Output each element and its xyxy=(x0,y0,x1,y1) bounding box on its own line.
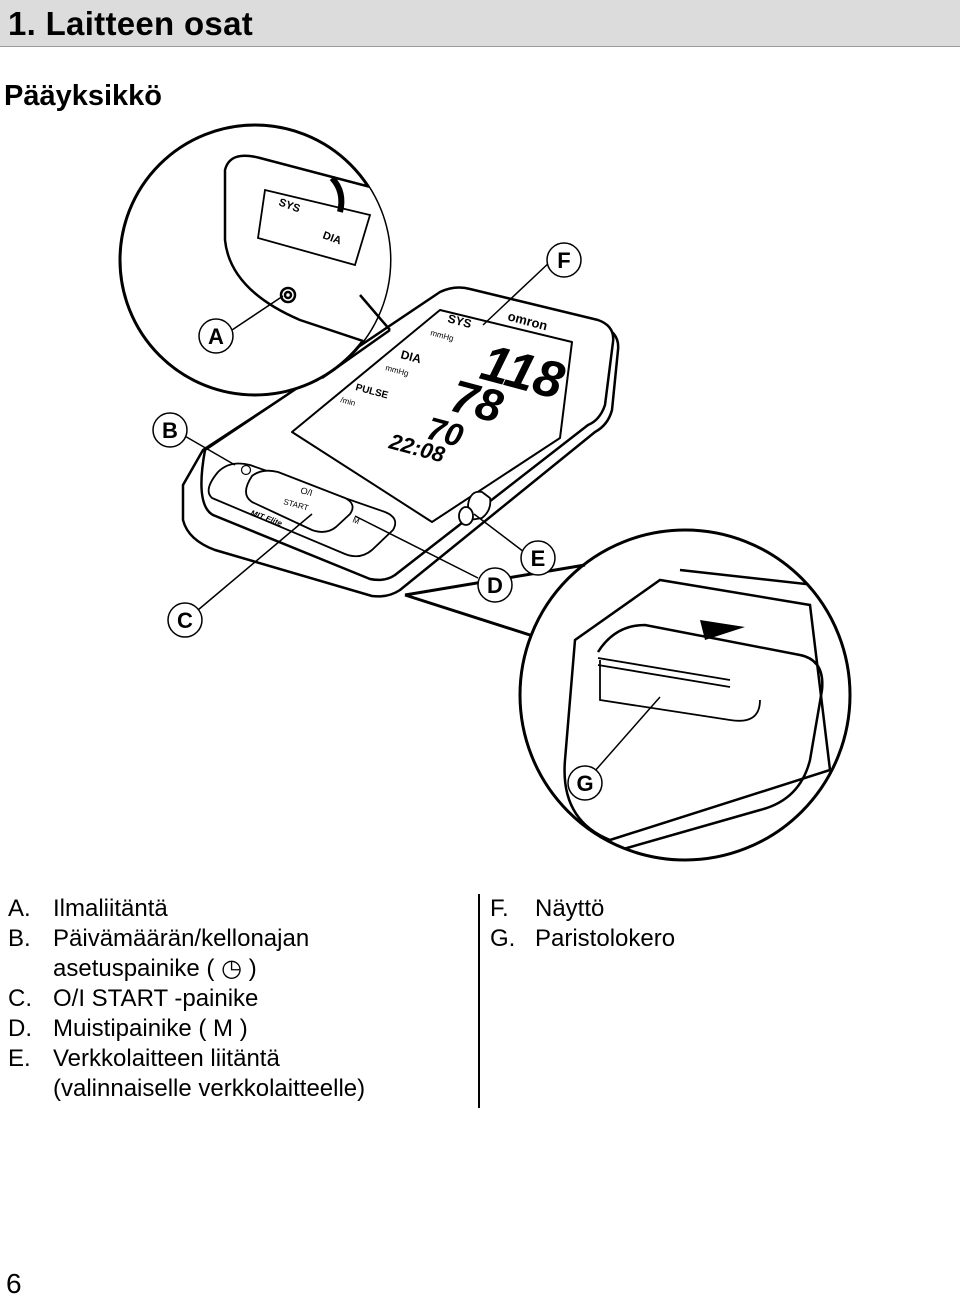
callout-d-letter: D xyxy=(487,573,503,598)
callout-g: G xyxy=(567,765,603,801)
callout-c-letter: C xyxy=(177,608,193,633)
callout-b: B xyxy=(152,412,188,448)
callout-d: D xyxy=(477,567,513,603)
dia-label: DIA xyxy=(399,347,423,366)
part-item-e: E.Verkkolaitteen liitäntä xyxy=(8,1045,280,1072)
main-unit xyxy=(181,286,620,598)
clock-icon xyxy=(240,464,252,476)
part-item-a: A.Ilmaliitäntä xyxy=(8,895,168,922)
part-item-e-cont: (valinnaiselle verkkolaitteelle) xyxy=(53,1075,366,1102)
part-item-d: D.Muistipainike ( M ) xyxy=(8,1015,248,1042)
parts-list-left: A.Ilmaliitäntä B.Päivämäärän/kellonajan … xyxy=(8,894,478,1104)
part-item-g: G.Paristolokero xyxy=(490,925,676,952)
leader-lines xyxy=(182,259,661,773)
callout-a-letter: A xyxy=(208,324,224,349)
power-label: O/I xyxy=(299,485,313,498)
device-diagram: omron SYS mmHg DIA mmHg PULSE /min 118 7… xyxy=(118,123,852,862)
callout-a: A xyxy=(198,318,234,354)
zoom-circle-top: SYS DIA xyxy=(118,123,392,397)
column-divider xyxy=(478,894,480,1108)
callout-f: F xyxy=(546,242,582,278)
callout-e: E xyxy=(520,540,556,576)
memory-label: M xyxy=(351,515,361,526)
callout-g-letter: G xyxy=(576,771,593,796)
pulse-unit: /min xyxy=(339,395,356,408)
callout-b-letter: B xyxy=(162,418,178,443)
section-header-bar: 1. Laitteen osat xyxy=(0,0,960,47)
part-item-f: F.Näyttö xyxy=(490,895,605,922)
callout-e-letter: E xyxy=(531,546,546,571)
callout-c: C xyxy=(167,602,203,638)
page-number: 6 xyxy=(6,1268,22,1299)
callout-labels: A B C D E F G xyxy=(152,242,603,801)
part-item-b-cont: asetuspainike ( ◷ ) xyxy=(53,955,257,982)
part-item-b: B.Päivämäärän/kellonajan xyxy=(8,925,310,952)
parts-list-right: F.Näyttö G.Paristolokero xyxy=(490,894,950,954)
part-item-c: C.O/I START -painike xyxy=(8,985,259,1012)
section-title: 1. Laitteen osat xyxy=(8,5,254,42)
callout-f-letter: F xyxy=(557,248,570,273)
arrow-icon xyxy=(700,620,745,640)
air-jack-icon xyxy=(279,286,297,304)
sys-label: SYS xyxy=(446,311,473,331)
subheading: Pääyksikkö xyxy=(4,80,163,112)
zoom-circle-bottom xyxy=(404,528,852,862)
